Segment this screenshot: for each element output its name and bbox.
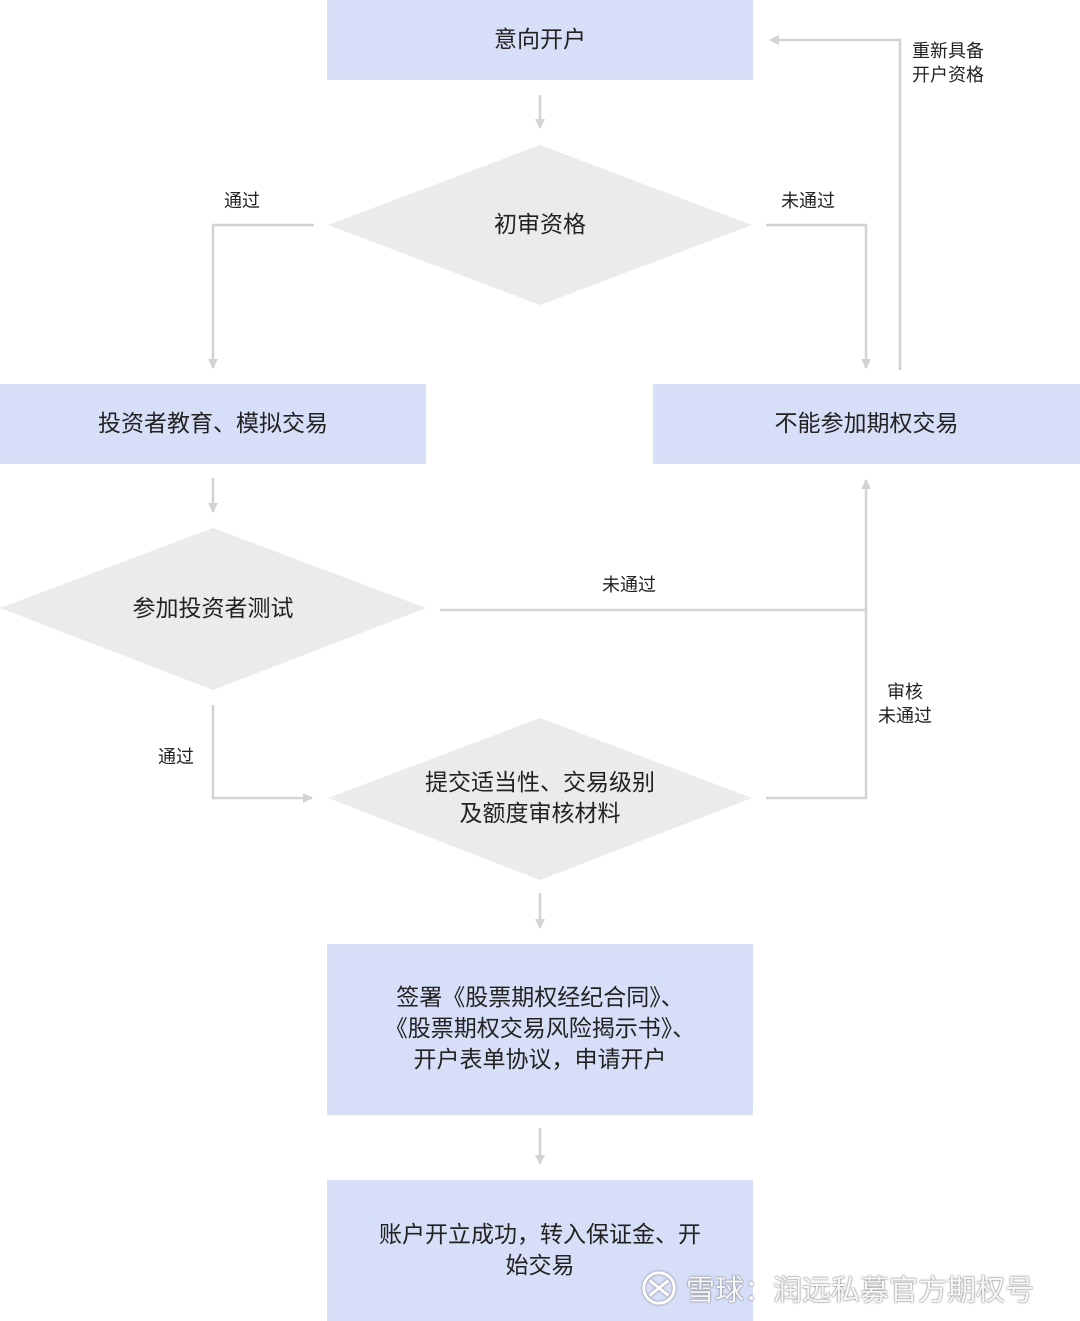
diamond-initial-review (328, 145, 752, 305)
connector-to-cannot-trade (766, 479, 871, 800)
node-investor-test: 参加投资者测试 (0, 528, 426, 690)
watermark: 雪球：润远私募官方期权号 (640, 1266, 1034, 1310)
node-sign-contracts: 签署《股票期权经纪合同》、 《股票期权交易风险揭示书》、 开户表单协议，申请开户 (327, 944, 753, 1115)
connector-pass-initial (208, 223, 314, 369)
edge-label-fail-test: 未通过 (602, 575, 656, 596)
edge-label-fail-initial: 未通过 (781, 191, 835, 212)
edge-label-pass-test: 通过 (158, 747, 194, 768)
node-submit-materials: 提交适当性、交易级别 及额度审核材料 (328, 718, 752, 880)
watermark-text: 雪球：润远私募官方期权号 (686, 1273, 1035, 1307)
node-investor-test-label: 参加投资者测试 (132, 595, 294, 622)
connector-fail-initial (766, 223, 871, 369)
node-cannot-trade-label: 不能参加期权交易 (774, 410, 959, 437)
node-submit-materials-label: 提交适当性、交易级别 及额度审核材料 (425, 770, 655, 827)
node-account-success: 账户开立成功，转入保证金、开 始交易 (327, 1180, 753, 1321)
edge-label-pass-initial: 通过 (224, 191, 260, 212)
connector-pass-test (211, 705, 313, 803)
node-initial-review: 初审资格 (328, 145, 752, 305)
node-intent: 意向开户 (327, 0, 753, 80)
node-cannot-trade: 不能参加期权交易 (653, 384, 1080, 464)
node-sign-contracts-label: 签署《股票期权经纪合同》、 《股票期权交易风险揭示书》、 开户表单协议，申请开户 (384, 985, 696, 1073)
snowball-logo-icon (642, 1271, 676, 1305)
edge-label-fail-review: 审核 未通过 (878, 682, 932, 727)
node-intent-label: 意向开户 (494, 26, 586, 53)
diamond-investor-test (0, 528, 426, 690)
connector-requalify (769, 35, 902, 370)
node-education: 投资者教育、模拟交易 (0, 384, 426, 464)
node-account-success-label: 账户开立成功，转入保证金、开 始交易 (379, 1221, 701, 1279)
node-initial-review-label: 初审资格 (494, 211, 586, 238)
diamond-submit-materials (328, 718, 752, 880)
edge-label-requalify: 重新具备 开户资格 (912, 41, 984, 86)
node-education-label: 投资者教育、模拟交易 (98, 410, 328, 437)
